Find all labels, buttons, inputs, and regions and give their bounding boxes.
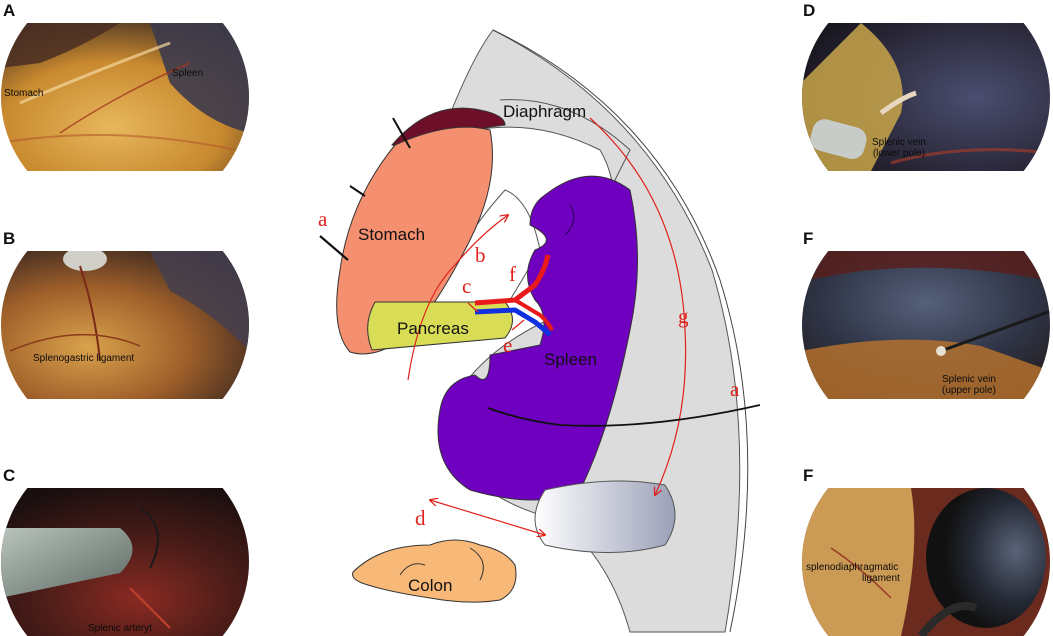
colon-fold-2 bbox=[399, 563, 426, 576]
marker-f: f bbox=[509, 262, 516, 286]
colon-shape bbox=[352, 539, 517, 603]
photo-panel-b bbox=[0, 251, 250, 399]
splenic-artery-branch bbox=[513, 298, 554, 331]
abdominal-wall-line bbox=[492, 29, 749, 633]
panel-b-label-splenogastric: Splenogastric ligament bbox=[33, 353, 135, 364]
splenic-artery bbox=[474, 254, 551, 306]
panel-letter-f-lower: F bbox=[803, 466, 814, 485]
panel-f-upper-label-line2: (upper pole) bbox=[942, 385, 996, 396]
panel-f-lower-label-ligament: splenodiaphragmatic ligament bbox=[806, 562, 900, 584]
marker-e: e bbox=[503, 333, 512, 357]
label-spleen: Spleen bbox=[544, 350, 597, 369]
label-pancreas: Pancreas bbox=[397, 319, 469, 338]
panel-c-label-artery: Splenic arteryt bbox=[88, 623, 152, 634]
panel-f-lower-label-line1: splenodiaphragmatic bbox=[806, 562, 899, 573]
suture-line-a bbox=[487, 404, 761, 427]
colon-fold-1 bbox=[469, 547, 484, 581]
marker-a-right: a bbox=[730, 377, 740, 401]
kidney-shape bbox=[534, 480, 676, 553]
panel-d-label-line1: Splenic vein bbox=[872, 137, 926, 148]
label-colon: Colon bbox=[408, 576, 452, 595]
photo-panel-f-upper bbox=[801, 251, 1051, 399]
photo-panel-c bbox=[0, 488, 250, 636]
panel-d-label-vein: Splenic vein (lower pole) bbox=[872, 137, 926, 159]
panel-f-upper-label-line1: Splenic vein bbox=[942, 374, 996, 385]
spleen-crease bbox=[564, 204, 575, 236]
anatomy-diagram: Diaphragm Stomach Pancreas Spleen Colon … bbox=[318, 29, 761, 633]
panel-letter-a: A bbox=[3, 1, 16, 20]
route-d-arrow bbox=[430, 500, 545, 535]
label-stomach: Stomach bbox=[358, 225, 425, 244]
marker-d: d bbox=[415, 506, 426, 530]
panel-d-label-line2: (lower pole) bbox=[872, 148, 926, 159]
photo-panel-d bbox=[801, 23, 1051, 171]
stomach-tie-2 bbox=[349, 185, 366, 197]
label-diaphragm: Diaphragm bbox=[503, 102, 586, 121]
photo-panel-a bbox=[0, 23, 250, 171]
route-g-arrow bbox=[589, 117, 687, 495]
panel-a-label-spleen: Spleen bbox=[172, 68, 204, 79]
photo-panel-f-lower bbox=[801, 488, 1051, 636]
spleen-shape bbox=[437, 175, 638, 501]
stomach-tie-1 bbox=[392, 117, 411, 149]
stomach-tie-3 bbox=[319, 235, 349, 261]
panel-letter-c: C bbox=[3, 466, 16, 485]
splenic-vein bbox=[474, 307, 552, 337]
panel-a-label-stomach: Stomach bbox=[4, 88, 44, 99]
route-b-arrow bbox=[407, 215, 508, 381]
panel-f-lower-label-line2: ligament bbox=[862, 573, 900, 584]
marker-e-line bbox=[511, 319, 525, 331]
panel-f-upper-label-vein: Splenic vein (upper pole) bbox=[942, 374, 996, 396]
panel-letter-f-upper: F bbox=[803, 229, 814, 248]
marker-b: b bbox=[475, 243, 486, 267]
marker-a-left: a bbox=[318, 207, 328, 231]
marker-c: c bbox=[462, 274, 471, 298]
panel-letter-d: D bbox=[803, 1, 816, 20]
marker-g: g bbox=[678, 304, 689, 328]
marker-c-line bbox=[467, 302, 479, 313]
panel-letter-b: B bbox=[3, 229, 16, 248]
